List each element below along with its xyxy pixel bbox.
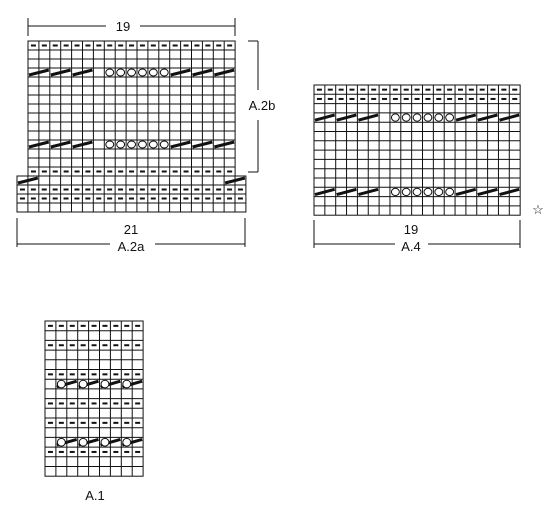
a4-cable-mark bbox=[336, 187, 357, 197]
a2b-yarnover-mark bbox=[148, 140, 158, 149]
a2b-yarnover-mark bbox=[105, 68, 115, 77]
a2b-cable-mark bbox=[28, 140, 50, 149]
a2b-cable-mark bbox=[213, 68, 235, 77]
a2a-cable-mark bbox=[224, 176, 246, 185]
a2b-cable-mark bbox=[170, 140, 191, 149]
a2b-yarnover-mark bbox=[148, 68, 158, 77]
a2b-cable-mark bbox=[72, 140, 93, 149]
a2-top-count: 19 bbox=[116, 19, 130, 34]
a1-label: A.1 bbox=[85, 488, 105, 503]
a4-yarnover-mark bbox=[412, 187, 422, 197]
a4-yarnover-mark bbox=[390, 187, 400, 197]
a4-yarnover-mark bbox=[423, 113, 433, 122]
a2b-cable-mark bbox=[192, 68, 213, 77]
a4-yarnover-mark bbox=[445, 113, 455, 122]
a1-yarnover-mark bbox=[122, 437, 132, 447]
a1-yarnover-mark bbox=[122, 379, 132, 389]
a4-cable-mark bbox=[499, 113, 520, 122]
chart-a1: A.1 bbox=[44, 320, 144, 503]
a4-cable-mark bbox=[314, 113, 336, 122]
a2b-yarnover-mark bbox=[127, 140, 137, 149]
a4-yarnover-mark bbox=[401, 113, 411, 122]
a2b-bracket: A.2b bbox=[248, 40, 276, 173]
a4-yarnover-mark bbox=[390, 113, 400, 122]
a4-yarnover-mark bbox=[401, 187, 411, 197]
a2b-yarnover-mark bbox=[138, 68, 147, 77]
a2b-yarnover-mark bbox=[116, 68, 126, 77]
a2b-cable-mark bbox=[28, 68, 50, 77]
a4-cable-mark bbox=[455, 113, 477, 122]
a2-bottom-dimension: 21 A.2a bbox=[16, 218, 246, 254]
a4-grid bbox=[313, 84, 521, 216]
a2b-cable-mark bbox=[50, 140, 71, 149]
a2b-yarnover-mark bbox=[138, 140, 147, 149]
a2b-yarnover-mark bbox=[116, 140, 126, 149]
a2-top-dimension: 19 bbox=[27, 18, 236, 36]
a2b-yarnover-mark bbox=[105, 140, 115, 149]
a2-grid bbox=[16, 40, 247, 213]
a1-yarnover-mark bbox=[56, 379, 66, 389]
a4-count: 19 bbox=[404, 222, 418, 237]
a1-lines bbox=[45, 321, 144, 477]
a1-yarnover-mark bbox=[78, 437, 88, 447]
a2b-cable-mark bbox=[170, 68, 191, 77]
a4-cable-mark bbox=[358, 187, 379, 197]
a1-yarnover-mark bbox=[78, 379, 88, 389]
a4-yarnover-mark bbox=[412, 113, 422, 122]
a1-yarnover-mark bbox=[56, 437, 66, 447]
a1-yarnover-mark bbox=[100, 379, 110, 389]
a2a-label: A.2a bbox=[118, 239, 146, 254]
chart-a2: 19 A.2b 21 A.2a bbox=[16, 18, 276, 254]
a2a-lines bbox=[17, 176, 246, 212]
a2b-cable-mark bbox=[192, 140, 213, 149]
a4-yarnover-mark bbox=[434, 187, 444, 197]
a4-cable-mark bbox=[314, 187, 336, 197]
a2b-label: A.2b bbox=[249, 98, 276, 113]
a4-marker: ☆ bbox=[532, 202, 544, 217]
a2b-frame bbox=[27, 40, 236, 177]
chart-a4: ☆ 19 A.4 bbox=[313, 84, 544, 254]
a2-bottom-count: 21 bbox=[124, 222, 138, 237]
a4-cable-mark bbox=[477, 113, 498, 122]
a4-cable-mark bbox=[336, 113, 357, 122]
a2b-cable-mark bbox=[72, 68, 93, 77]
a2b-yarnover-mark bbox=[159, 140, 169, 149]
a2b-lines bbox=[28, 41, 236, 176]
a4-cable-mark bbox=[358, 113, 379, 122]
a2b-yarnover-mark bbox=[127, 68, 137, 77]
a4-cable-mark bbox=[455, 187, 477, 197]
a4-label: A.4 bbox=[401, 239, 421, 254]
a4-yarnover-mark bbox=[423, 187, 433, 197]
a2b-cable-mark bbox=[50, 68, 71, 77]
a4-cable-mark bbox=[499, 187, 520, 197]
a4-dimension: 19 A.4 bbox=[313, 220, 521, 254]
a2a-cable-mark bbox=[17, 176, 39, 185]
a2b-yarnover-mark bbox=[159, 68, 169, 77]
a1-yarnover-mark bbox=[100, 437, 110, 447]
a4-yarnover-mark bbox=[445, 187, 455, 197]
a4-cable-mark bbox=[477, 187, 498, 197]
a4-yarnover-mark bbox=[434, 113, 444, 122]
a1-grid bbox=[44, 320, 144, 477]
a2b-cable-mark bbox=[213, 140, 235, 149]
